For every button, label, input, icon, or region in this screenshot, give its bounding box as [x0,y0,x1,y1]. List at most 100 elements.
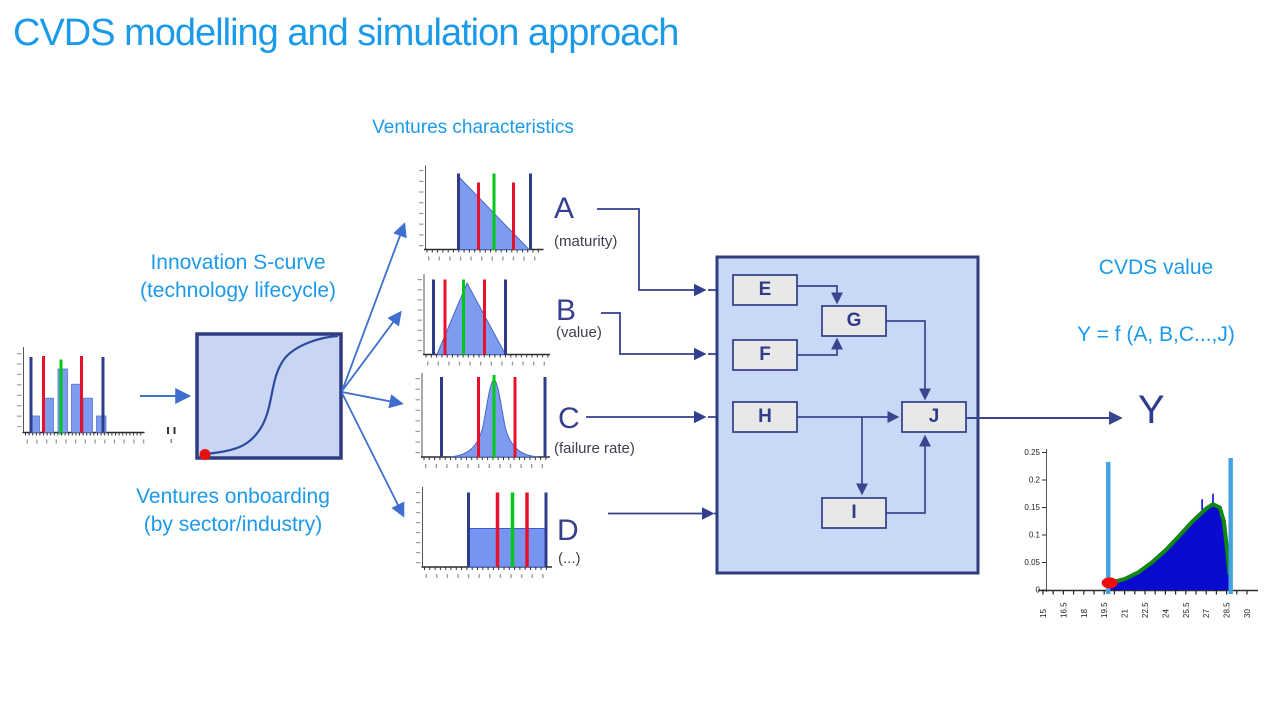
micro-label [502,256,504,261]
x-tick-label: 27 [1202,609,1211,618]
micro-label [419,202,424,204]
micro-label [478,574,480,578]
arrow-f-to-g [797,337,843,356]
connector-a [597,208,707,297]
micro-label [419,191,424,193]
micro-label [435,464,437,468]
onboarding-histogram-chart [22,347,176,443]
y-tick-label: 0.2 [1029,476,1041,485]
micro-label [419,170,424,172]
micro-label [523,256,525,261]
micro-label [415,430,420,433]
node-box-h [732,401,798,433]
micro-label [531,464,533,468]
micro-label [522,361,524,366]
micro-label [415,452,420,454]
y-tick-label: 0.05 [1024,558,1040,567]
micro-label [65,439,67,444]
micro-label [17,353,22,355]
output-y-letter: Y [1138,388,1165,432]
micro-label [438,256,440,261]
micro-label [416,492,421,494]
micro-label [520,574,523,578]
micro-label [425,574,427,578]
model-flow-box [715,255,980,575]
ventures-onboarding-label-line1: Ventures onboarding [136,485,330,508]
ventures-onboarding-label-line2: (by sector/industry) [143,513,323,537]
micro-label [488,464,490,468]
micro-label [17,415,22,417]
ventures-characteristics-label: Ventures characteristics [372,117,574,138]
micro-label [75,439,77,444]
micro-label [17,363,22,365]
x-tick-label: 21 [1121,609,1130,618]
page-title: CVDS modelling and simulation approach [13,12,679,54]
model-nodes [732,274,967,529]
micro-label [470,256,472,261]
micro-label [489,574,491,578]
innovation-s-curve-label-line2: (technology lifecycle) [139,279,337,303]
innovation-s-curve-label-line1: Innovation S-curve [150,251,326,274]
micro-label [467,464,469,468]
micro-label [94,439,96,444]
formula-label: Y = f (A, B,C...,J) [1077,323,1235,346]
micro-label [457,574,459,578]
axis-break-mark [167,427,169,434]
micro-label [416,522,421,524]
micro-label [123,439,125,444]
fan-arrow-d [341,392,405,518]
micro-label [541,464,543,468]
node-box-i [821,497,887,529]
ventures-onboarding-label: Ventures onboarding (by sector/industry) [103,483,363,540]
axis-decorations [17,170,549,578]
micro-label [36,439,38,444]
variable-caption-a: (maturity) [554,233,618,250]
x-tick-label: 19.5 [1100,602,1109,618]
micro-label [417,279,422,281]
micro-label [419,223,424,225]
micro-label [17,426,22,428]
s-curve-box [195,332,343,460]
onboarding-histogram-bar [83,397,93,433]
micro-label [55,439,57,444]
onboarding-histogram-bar [57,368,68,433]
micro-label [534,256,536,261]
micro-label [499,464,501,468]
connector-b [601,312,707,361]
variable-letter-c: C [558,402,580,435]
dist-b-chart [423,274,550,356]
s-curve-line [204,334,339,456]
node-label-f: F [759,344,771,365]
y-tick-label: 0.25 [1024,448,1040,457]
micro-label [511,361,514,366]
micro-label [531,574,533,578]
micro-label [415,409,420,411]
micro-label [417,289,422,291]
s-curve-start-dot [199,449,211,460]
micro-label [133,439,135,444]
flow-arrows [797,285,931,514]
micro-label [17,405,22,407]
micro-label [427,361,429,366]
x-tick-label: 28.5 [1223,602,1232,618]
micro-label [17,394,22,396]
micro-label [448,361,450,366]
arrow-i-to-j [886,434,931,514]
x-tick-label: 16.5 [1059,602,1068,618]
variable-caption-c: (failure rate) [554,440,635,457]
micro-label [436,574,438,578]
micro-label [446,464,448,468]
micro-label [543,361,545,366]
x-tick-label: 24 [1161,609,1170,618]
micro-label [456,464,459,468]
micro-label [419,245,424,247]
x-tick-label: 30 [1243,609,1252,618]
micro-label [449,256,451,261]
micro-label [17,384,22,386]
micro-label [104,439,106,444]
innovation-s-curve-label: Innovation S-curve (technology lifecycle… [108,249,368,306]
output-bound-bar [1228,458,1233,594]
micro-label [113,439,116,444]
